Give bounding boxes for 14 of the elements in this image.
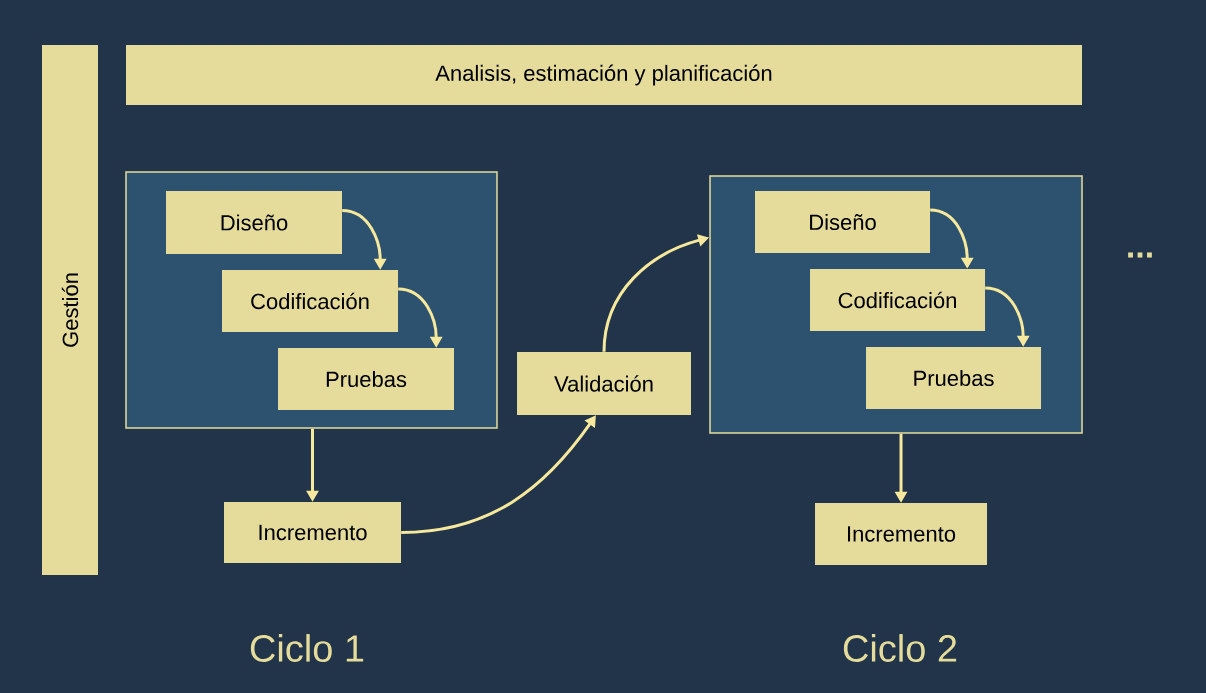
process-box: Diseño (755, 191, 930, 253)
process-box: Incremento (224, 502, 401, 563)
cycle-label: Ciclo 2 (843, 634, 957, 662)
process-box: Incremento (815, 503, 987, 565)
process-box: Pruebas (866, 347, 1041, 409)
phase-bar: Analisis, estimación y planificación (126, 45, 1082, 105)
process-box: Codificación (810, 269, 985, 331)
cycle-label: Ciclo 1 (250, 634, 364, 662)
dots: ... (1128, 252, 1152, 258)
process-box: Codificación (222, 270, 398, 332)
process-box: Validación (517, 352, 691, 415)
process-box: Diseño (166, 191, 342, 254)
process-box: Pruebas (278, 348, 454, 410)
management-bar: Gestión (42, 45, 98, 575)
